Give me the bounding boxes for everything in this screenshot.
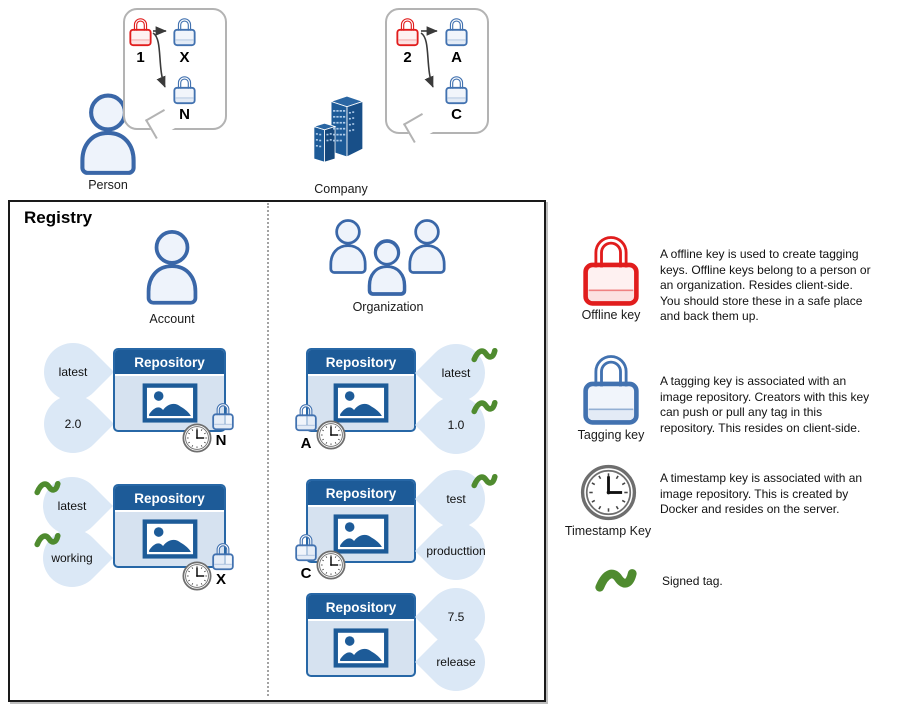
tagging-key-icon [211,540,235,571]
account-caption: Account [149,312,195,326]
tagging-key-label: X [215,571,226,588]
repository-header: Repository [308,350,414,376]
timestamp-key-icon [316,550,346,580]
image-icon [141,519,199,559]
image-icon [141,383,199,423]
image-icon [332,514,390,554]
signed-tag-icon [594,566,638,596]
signed-tag-icon [471,398,498,417]
legend-timestamp-key-label: Timestamp Key [564,524,652,538]
image-icon [332,628,390,668]
offline-key-icon [580,228,642,308]
repository-header: Repository [115,350,224,376]
account-icon [142,226,202,310]
company-caption: Company [314,182,368,196]
offline-key-icon [395,15,420,47]
speech-bubble-tail [144,108,176,140]
person-caption: Person [88,178,128,192]
image-tag: producttion [414,509,498,593]
legend-tagging-key-label: Tagging key [577,428,645,442]
tagging-key-icon [444,73,469,105]
signed-tag-icon [34,531,61,550]
repository-header: Repository [308,481,414,507]
tagging-key-label: C [451,106,462,123]
repository-card: Repository [113,348,226,432]
repository-card: Repository [306,348,416,432]
tagging-key-label: N [215,432,227,449]
person-speech-bubble [123,8,227,140]
company-building-icon [312,95,365,163]
organization-member-icon [405,218,449,276]
tagging-key-label: A [300,435,312,452]
tagging-key-icon [172,73,197,105]
signed-tag-icon [34,479,61,498]
tagging-key-label: X [179,49,190,66]
tagging-key-icon [294,531,318,562]
tag-label: release [436,655,476,669]
repository-body [115,376,224,430]
image-tag: working [30,516,114,600]
signed-tag-icon [471,346,498,365]
tag-label: 2.0 [64,417,82,431]
image-tag: release [414,620,498,704]
tagging-key-icon [211,400,235,431]
timestamp-key-icon [580,464,637,521]
timestamp-key-icon [316,420,346,450]
repository-card: Repository [306,593,416,677]
tagging-key-icon [294,401,318,432]
legend-offline-key-text: A offline key is used to create tagging … [660,247,871,323]
tagging-key-icon [444,15,469,47]
tagging-key-icon [580,347,642,427]
image-tag: 1.0 [414,383,498,467]
image-icon [332,383,390,423]
organization-member-icon [365,239,409,297]
tagging-key-icon [172,15,197,47]
repository-header: Repository [308,595,414,621]
offline-key-label: 2 [403,49,412,66]
tagging-key-label: A [451,49,462,66]
legend-offline-key-label: Offline key [581,308,641,322]
repository-body [115,512,224,566]
tag-label: latest [58,365,88,379]
legend-signed-tag-text: Signed tag. [662,574,723,588]
offline-key-label: 1 [136,49,145,66]
repository-header: Repository [115,486,224,512]
legend-timestamp-key-text: A timestamp key is associated with an im… [660,471,863,516]
tagging-key-label: N [179,106,190,123]
speech-bubble-tail [402,112,434,144]
tagging-key-label: C [300,565,312,582]
repository-card: Repository [113,484,226,568]
repository-card: Repository [306,479,416,563]
image-tag: 2.0 [31,382,115,466]
tag-label: producttion [426,544,486,558]
legend-tagging-key-text: A tagging key is associated with an imag… [660,374,870,435]
repository-body [308,621,414,675]
signed-tag-icon [471,472,498,491]
registry-divider [267,203,269,696]
registry-title: Registry [24,208,93,227]
organization-caption: Organization [352,300,424,314]
offline-key-icon [128,15,153,47]
